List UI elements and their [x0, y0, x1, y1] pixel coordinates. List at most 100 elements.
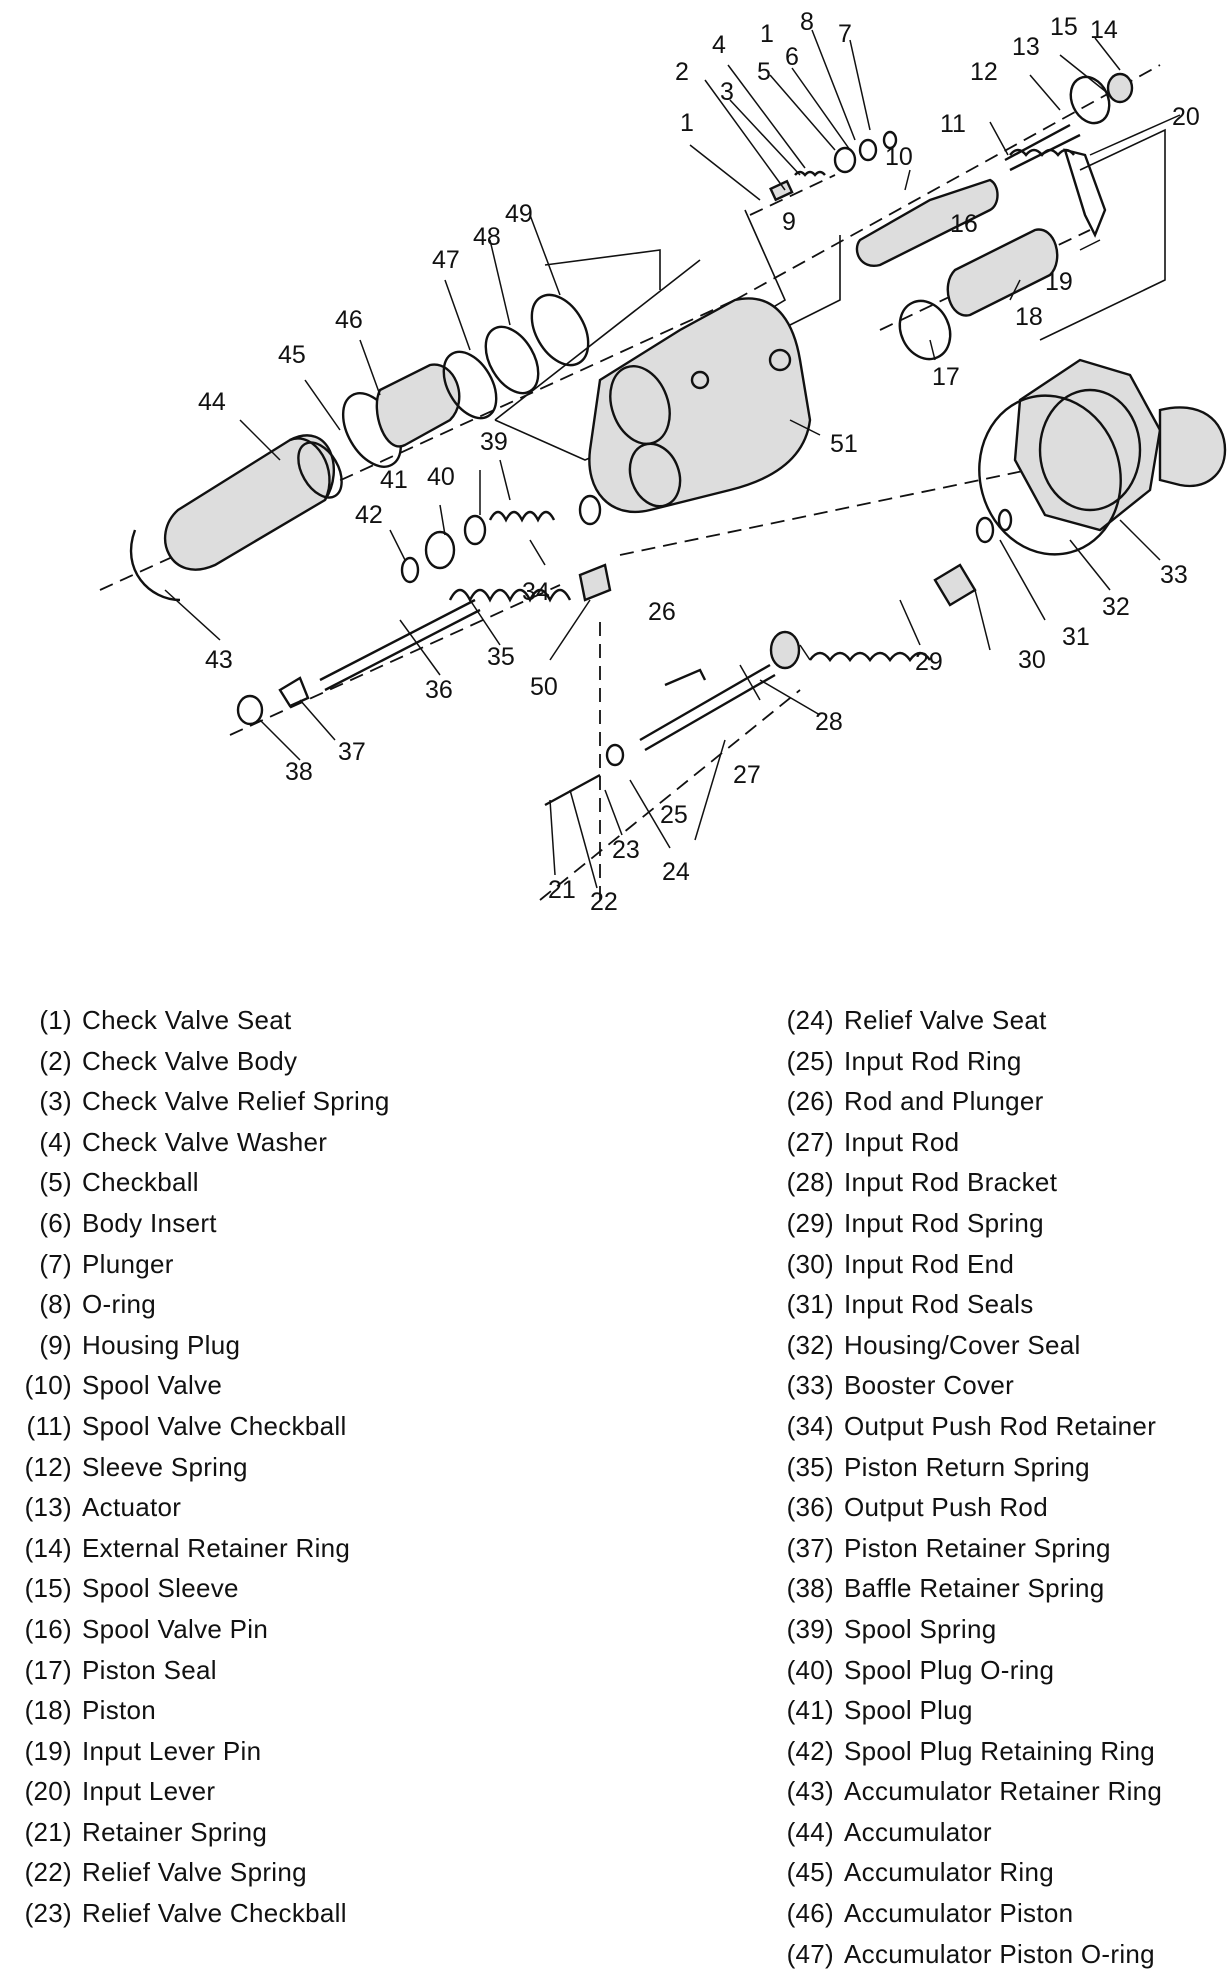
- legend-item: (10)Spool Valve: [6, 1365, 606, 1406]
- legend-item-label: Retainer Spring: [82, 1816, 268, 1847]
- legend-item: (26)Rod and Plunger: [768, 1081, 1228, 1122]
- booster-housing: [588, 297, 812, 513]
- legend-item-number: (10): [24, 1370, 72, 1401]
- legend-item: (40)Spool Plug O-ring: [768, 1650, 1228, 1691]
- legend-item-number: (1): [39, 1005, 72, 1035]
- legend-item-number: (27): [786, 1126, 834, 1157]
- callout-45: 45: [278, 341, 306, 369]
- legend-item-number: (37): [786, 1532, 834, 1563]
- callout-10: 10: [885, 143, 913, 171]
- legend-item: (24)Relief Valve Seat: [768, 1000, 1228, 1041]
- callout-11: 11: [940, 110, 966, 138]
- callout-32: 32: [1102, 593, 1130, 621]
- legend-column-left: (1) Check Valve Seat (2)Check Valve Body(3…: [6, 1000, 606, 1934]
- legend-item: (18) Piston: [6, 1690, 606, 1731]
- legend-item-number: (15): [24, 1573, 72, 1604]
- legend-item-number: (22): [24, 1857, 72, 1888]
- callout-2: 2: [675, 58, 689, 86]
- legend-item-label: Plunger: [82, 1248, 174, 1279]
- callout-48: 48: [473, 223, 501, 251]
- legend-item: (15) Spool Sleeve: [6, 1568, 606, 1609]
- legend-item-label: Actuator: [82, 1492, 182, 1523]
- legend-item-number: (43): [786, 1776, 834, 1807]
- legend-item-number: (29): [786, 1207, 834, 1238]
- legend-item-number: (19): [24, 1735, 72, 1766]
- legend-column-right: (24)Relief Valve Seat(25)Input Rod Ring(…: [768, 1000, 1228, 1974]
- legend-item-number: (13): [24, 1492, 72, 1523]
- legend-item-label: Input Lever Pin: [82, 1735, 262, 1766]
- callout-4: 4: [712, 31, 726, 59]
- legend-item-label: Check Valve Seat: [82, 1005, 292, 1035]
- booster-cover: [978, 358, 1227, 556]
- legend-item: (19) Input Lever Pin: [6, 1731, 606, 1772]
- legend-item-label: Housing/Cover Seal: [844, 1329, 1081, 1360]
- legend-item: (43) Accumulator Retainer Ring: [768, 1771, 1228, 1812]
- legend-item-label: Input Lever: [82, 1776, 216, 1807]
- legend-item: (25)Input Rod Ring: [768, 1041, 1228, 1082]
- legend-item-label: Spool Plug: [844, 1695, 973, 1726]
- legend-item-label: Baffle Retainer Spring: [844, 1573, 1105, 1604]
- callout-24: 24: [662, 858, 690, 886]
- output-rod-group: [236, 494, 612, 726]
- parts-legend: (1)Check Valve Seat(2)Check Valve Body(3…: [0, 1000, 1232, 1969]
- legend-item: (7)Plunger: [6, 1244, 606, 1285]
- callout-38: 38: [285, 758, 313, 786]
- callout-36: 36: [425, 676, 453, 704]
- callout-30: 30: [1018, 646, 1046, 674]
- legend-item: (14)External Retainer Ring: [6, 1528, 606, 1569]
- legend-item-number: (8): [39, 1289, 72, 1320]
- legend-item: (36)Output Push Rod: [768, 1487, 1228, 1528]
- legend-item-label: Accumulator Piston O-ring: [844, 1938, 1155, 1969]
- legend-item: (12) Sleeve Spring: [6, 1447, 606, 1488]
- legend-item: (31)Input Rod Seals: [768, 1284, 1228, 1325]
- legend-item-label: Piston Return Spring: [844, 1451, 1090, 1482]
- callout-22: 22: [590, 888, 618, 916]
- callout-27: 27: [733, 761, 761, 789]
- legend-item: (47)Accumulator Piston O-ring: [768, 1934, 1228, 1974]
- callout-19: 19: [1045, 268, 1073, 296]
- legend-item: (32)Housing/Cover Seal: [768, 1325, 1228, 1366]
- legend-item-label: Spool Plug O-ring: [844, 1654, 1055, 1685]
- callout-43: 43: [205, 646, 233, 674]
- legend-item-label: Spool Plug Retaining Ring: [844, 1735, 1156, 1766]
- callout-1-second: 1: [760, 20, 774, 48]
- legend-item: (33)Booster Cover: [768, 1365, 1228, 1406]
- legend-item-number: (12): [24, 1451, 72, 1482]
- legend-item-number: (18): [24, 1695, 72, 1726]
- callout-12: 12: [970, 58, 998, 86]
- legend-item: (6)Body Insert: [6, 1203, 606, 1244]
- legend-item-label: Piston: [82, 1695, 157, 1726]
- legend-item: (3)Check Valve Relief Spring: [6, 1081, 606, 1122]
- legend-item-number: (17): [24, 1654, 72, 1685]
- legend-item: (30)Input Rod End: [768, 1244, 1228, 1285]
- legend-item-label: Input Rod Ring: [844, 1045, 1022, 1076]
- legend-item-label: Booster Cover: [844, 1370, 1015, 1401]
- callout-7: 7: [838, 20, 852, 48]
- callout-14: 14: [1090, 16, 1118, 44]
- legend-item: (34)Output Push Rod Retainer: [768, 1406, 1228, 1447]
- callout-15: 15: [1050, 13, 1078, 41]
- callout-31: 31: [1062, 623, 1090, 651]
- legend-item-label: Spool Sleeve: [82, 1573, 239, 1604]
- legend-item-number: (26): [786, 1086, 834, 1117]
- legend-item-label: Accumulator Ring: [844, 1857, 1054, 1888]
- callout-3: 3: [720, 78, 734, 106]
- legend-item-label: Accumulator Retainer Ring: [844, 1776, 1163, 1807]
- callout-44: 44: [198, 388, 226, 416]
- legend-item-label: External Retainer Ring: [82, 1532, 351, 1563]
- input-rod-group: [544, 508, 1013, 807]
- legend-item: (8)O-ring: [6, 1284, 606, 1325]
- legend-item: (41)Spool Plug: [768, 1690, 1228, 1731]
- part-callouts: 1 2 3 4 5 6 7 8 9 10 11 12 13 14 15 16 1…: [198, 8, 1200, 916]
- exploded-view-diagram: 1 2 3 4 5 6 7 8 9 10 11 12 13 14 15 16 1…: [0, 0, 1232, 960]
- callout-20: 20: [1172, 103, 1200, 131]
- callout-34: 34: [522, 578, 550, 606]
- legend-item-label: Sleeve Spring: [82, 1451, 248, 1482]
- legend-item-number: (11): [26, 1410, 72, 1441]
- legend-item: (2)Check Valve Body: [6, 1041, 606, 1082]
- legend-item-label: Piston Retainer Spring: [844, 1532, 1111, 1563]
- legend-item-number: (21): [24, 1816, 72, 1847]
- legend-item-label: Housing Plug: [82, 1329, 241, 1360]
- legend-item: (29)Input Rod Spring: [768, 1203, 1228, 1244]
- legend-item-label: Output Push Rod Retainer: [844, 1410, 1157, 1441]
